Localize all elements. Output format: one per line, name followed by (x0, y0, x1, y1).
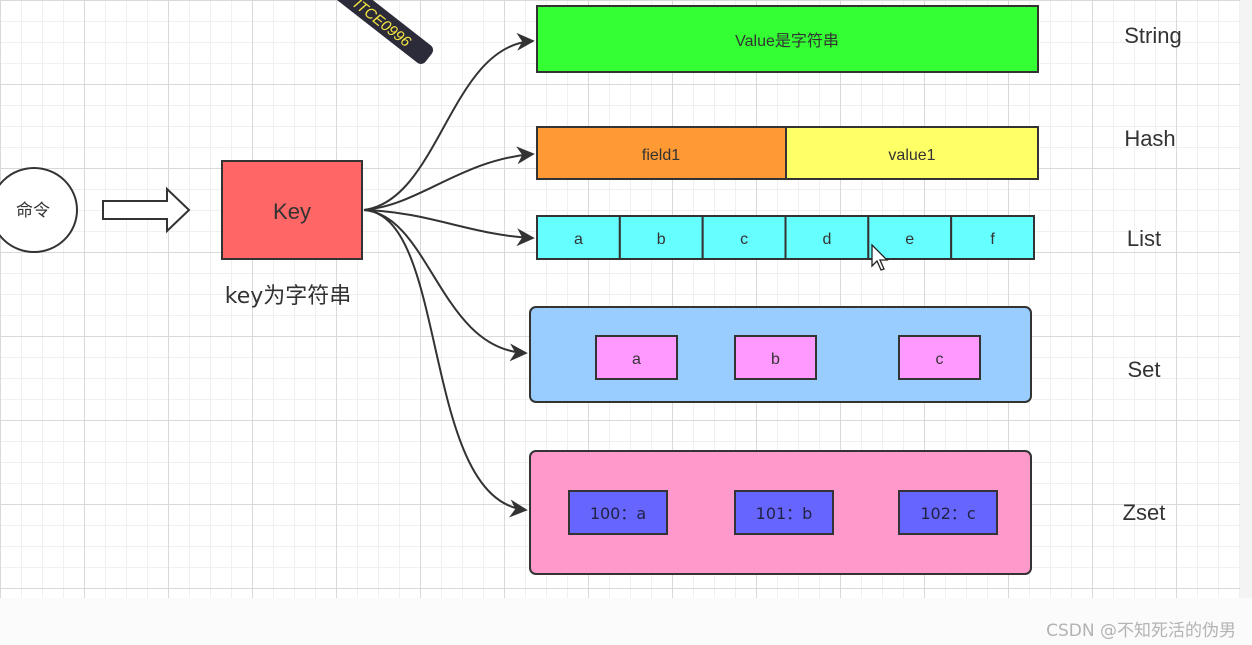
right-edge (1240, 0, 1252, 645)
list-cell-text: d (822, 231, 831, 248)
hash-field-box (536, 126, 787, 180)
string-value-text: Value是字符串 (735, 32, 839, 50)
zset-item-text: 100：a (590, 504, 646, 523)
connector-hash (363, 146, 535, 211)
list-cell-text: a (574, 231, 583, 248)
set-items: a b c (595, 335, 981, 380)
key-caption: key为字符串 (225, 284, 352, 309)
set-item-text: a (632, 351, 641, 368)
type-label-string: String (1124, 23, 1181, 48)
connector-string (363, 32, 535, 211)
list-cell (784, 215, 870, 260)
zset-item-text: 102：c (920, 504, 975, 523)
list-container: a b c d e f (536, 215, 1036, 260)
hash-value-text: value1 (888, 147, 935, 164)
hash-field-text: field1 (642, 147, 680, 164)
zset-items: 100：a 101：b 102：c (568, 490, 998, 535)
hash-value-box (785, 126, 1039, 180)
set-item-text: b (771, 351, 780, 368)
key-box (221, 160, 363, 260)
watermark: ITCE0996 (332, 0, 434, 64)
list-cell (950, 215, 1036, 260)
command-label: 命令 (16, 201, 50, 221)
list-cell-text: e (905, 231, 914, 248)
list-cell-text: b (657, 231, 666, 248)
set-item (595, 335, 678, 380)
diagram-canvas (0, 0, 1240, 598)
set-item (734, 335, 817, 380)
footer-bar (0, 598, 1252, 645)
zset-item (734, 490, 834, 535)
string-value-box (536, 5, 1039, 73)
command-node (0, 167, 78, 253)
list-cell (536, 215, 621, 260)
hollow-arrow (102, 186, 191, 234)
set-item-text: c (936, 351, 944, 368)
footer-credit: CSDN @不知死活的伪男 (1046, 621, 1236, 641)
list-cell (618, 215, 704, 260)
mouse-cursor-icon (871, 243, 889, 271)
type-label-hash: Hash (1124, 126, 1175, 151)
type-label-zset: Zset (1123, 500, 1166, 525)
type-label-set: Set (1127, 357, 1160, 382)
list-cell-text: c (740, 231, 748, 248)
list-cell-text: f (990, 231, 995, 248)
list-cell (867, 215, 953, 260)
zset-item (568, 490, 668, 535)
zset-item (898, 490, 998, 535)
connector-set (363, 209, 528, 362)
type-label-list: List (1127, 226, 1161, 251)
key-label: Key (273, 199, 311, 224)
zset-item-text: 101：b (756, 504, 813, 523)
connector-list (363, 209, 535, 247)
connector-zset (363, 209, 528, 518)
set-item (898, 335, 981, 380)
